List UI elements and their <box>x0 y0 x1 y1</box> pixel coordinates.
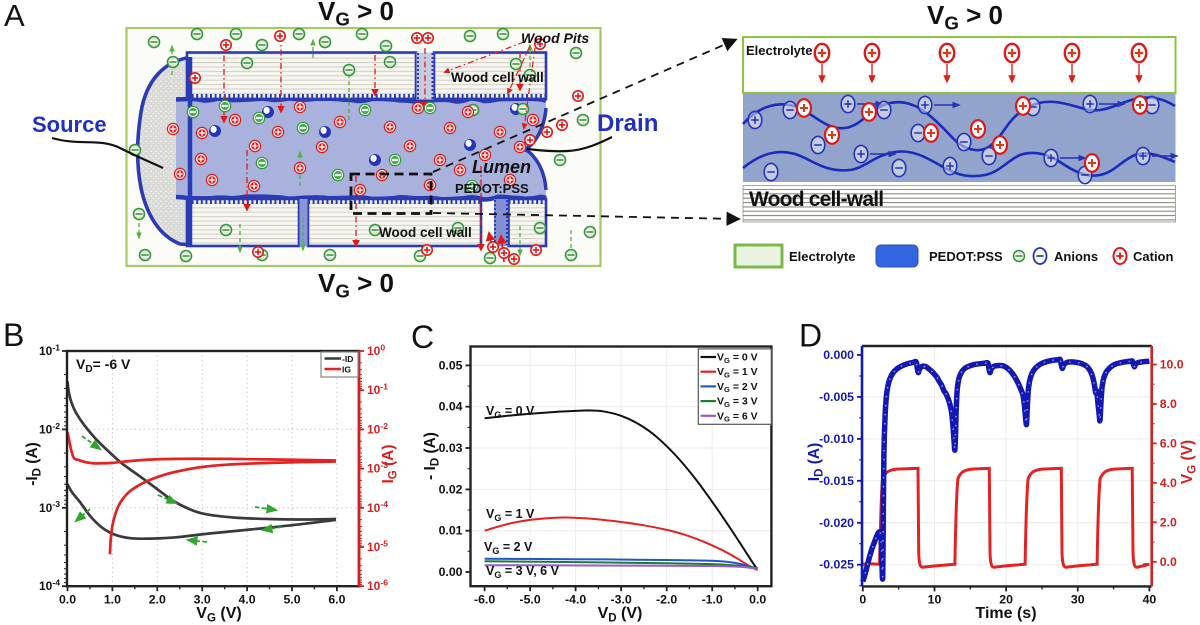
svg-text:Anions: Anions <box>1054 249 1098 264</box>
svg-text:8.0: 8.0 <box>1160 397 1177 411</box>
svg-text:VG = 0 V: VG = 0 V <box>717 352 758 365</box>
svg-text:0.04: 0.04 <box>439 400 463 414</box>
svg-text:10-3: 10-3 <box>39 499 60 515</box>
svg-text:VG > 0: VG > 0 <box>927 0 1003 34</box>
svg-text:-0.005: -0.005 <box>819 390 854 404</box>
svg-text:VG = 0 V: VG = 0 V <box>486 404 535 420</box>
svg-text:-5.0: -5.0 <box>519 593 540 607</box>
svg-text:VG = 2 V: VG = 2 V <box>717 381 758 394</box>
svg-text:-0.020: -0.020 <box>819 516 854 530</box>
svg-text:VG (V): VG (V) <box>196 605 241 625</box>
svg-text:0: 0 <box>859 593 866 607</box>
svg-text:VG = 1 V: VG = 1 V <box>486 507 535 523</box>
svg-text:VG > 0: VG > 0 <box>318 0 394 30</box>
svg-text:10-2: 10-2 <box>367 421 388 437</box>
svg-text:Wood Pits: Wood Pits <box>521 30 589 46</box>
svg-text:2.0: 2.0 <box>1160 515 1177 529</box>
svg-text:0.000: 0.000 <box>823 348 854 362</box>
svg-text:10-5: 10-5 <box>367 538 388 554</box>
svg-text:Time (s): Time (s) <box>975 605 1036 622</box>
svg-text:-2.0: -2.0 <box>656 593 677 607</box>
svg-text:-1.0: -1.0 <box>702 593 723 607</box>
svg-text:Lumen: Lumen <box>472 157 531 177</box>
svg-text:1.0: 1.0 <box>104 593 121 607</box>
svg-text:-0.015: -0.015 <box>819 474 854 488</box>
svg-text:6.0: 6.0 <box>328 593 345 607</box>
svg-text:10-1: 10-1 <box>39 342 60 358</box>
svg-text:100: 100 <box>367 342 385 358</box>
svg-text:D: D <box>799 318 822 354</box>
svg-text:10-4: 10-4 <box>39 578 60 594</box>
svg-text:0.05: 0.05 <box>439 358 463 372</box>
svg-text:0.01: 0.01 <box>439 524 463 538</box>
svg-text:-ID: -ID <box>342 354 353 364</box>
svg-text:Wood cell-wall: Wood cell-wall <box>749 188 883 211</box>
svg-text:VG (V): VG (V) <box>1179 440 1198 484</box>
svg-text:-6.0: -6.0 <box>474 593 495 607</box>
svg-text:10: 10 <box>928 593 942 607</box>
svg-text:IG: IG <box>342 365 351 375</box>
svg-text:5.0: 5.0 <box>283 593 300 607</box>
svg-text:VG = 1 V: VG = 1 V <box>717 366 758 379</box>
svg-text:- ID (A): - ID (A) <box>422 432 441 480</box>
svg-text:4.0: 4.0 <box>239 593 256 607</box>
svg-text:-4.0: -4.0 <box>565 593 586 607</box>
svg-text:10-2: 10-2 <box>39 421 60 437</box>
svg-text:Drain: Drain <box>597 110 658 137</box>
svg-text:Source: Source <box>32 112 107 137</box>
svg-text:3.0: 3.0 <box>194 593 211 607</box>
svg-text:10-4: 10-4 <box>367 499 388 515</box>
svg-text:10-6: 10-6 <box>367 578 388 594</box>
svg-text:0.0: 0.0 <box>749 593 766 607</box>
svg-text:Electrolyte: Electrolyte <box>789 249 855 264</box>
svg-text:PEDOT:PSS: PEDOT:PSS <box>455 181 529 196</box>
svg-text:-0.025: -0.025 <box>819 558 854 572</box>
svg-text:C: C <box>411 319 434 355</box>
svg-text:2.0: 2.0 <box>149 593 166 607</box>
svg-text:VG = 2 V: VG = 2 V <box>484 540 533 556</box>
svg-text:A: A <box>4 0 25 33</box>
svg-text:6.0: 6.0 <box>1160 436 1177 450</box>
svg-text:-0.010: -0.010 <box>819 432 854 446</box>
svg-text:0.0: 0.0 <box>1160 555 1177 569</box>
svg-text:30: 30 <box>1071 593 1085 607</box>
svg-text:VD= -6 V: VD= -6 V <box>76 356 131 375</box>
svg-text:4.0: 4.0 <box>1160 476 1177 490</box>
svg-text:20: 20 <box>999 593 1013 607</box>
svg-text:VG = 6 V: VG = 6 V <box>717 410 758 423</box>
svg-text:IG (A): IG (A) <box>380 444 399 483</box>
svg-text:0.02: 0.02 <box>439 482 463 496</box>
svg-text:VG = 3 V: VG = 3 V <box>717 396 758 409</box>
svg-text:Wood cell wall: Wood cell wall <box>379 225 472 240</box>
svg-text:Wood cell wall: Wood cell wall <box>451 70 544 85</box>
svg-text:Electrolyte: Electrolyte <box>746 43 812 58</box>
svg-text:B: B <box>3 317 24 353</box>
svg-text:10-1: 10-1 <box>367 382 388 398</box>
svg-text:10.0: 10.0 <box>1160 358 1184 372</box>
svg-text:VG = 3 V, 6 V: VG = 3 V, 6 V <box>486 564 560 580</box>
svg-text:VG > 0: VG > 0 <box>318 268 394 302</box>
svg-text:ID (A): ID (A) <box>806 443 825 481</box>
svg-text:-ID (A): -ID (A) <box>24 442 43 486</box>
svg-text:0.03: 0.03 <box>439 441 463 455</box>
svg-text:0.00: 0.00 <box>439 565 463 579</box>
svg-text:Cation: Cation <box>1133 249 1174 264</box>
svg-text:0.0: 0.0 <box>59 593 76 607</box>
svg-text:VD (V): VD (V) <box>598 605 643 625</box>
svg-text:40: 40 <box>1143 593 1157 607</box>
svg-text:-3.0: -3.0 <box>611 593 632 607</box>
svg-text:PEDOT:PSS: PEDOT:PSS <box>929 249 1003 264</box>
